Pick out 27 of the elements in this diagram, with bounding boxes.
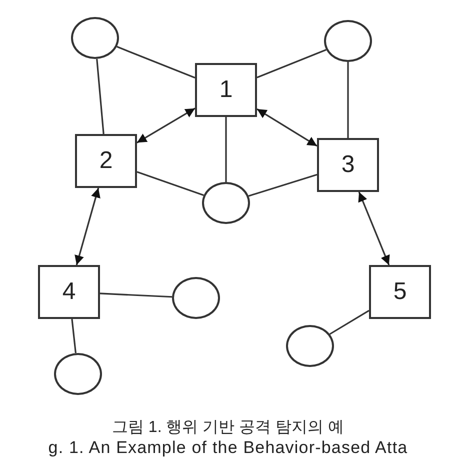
arrow [74,188,100,266]
connector-line [225,117,227,182]
circle-node [172,277,220,319]
figure-caption: 그림 1. 행위 기반 공격 탐지의 예 [110,418,345,438]
circle-node [202,182,250,224]
circle-node [54,353,102,395]
numbered-box: 5 [369,265,431,319]
numbered-box: 1 [195,63,257,117]
connector-line [329,310,370,335]
arrow [136,108,196,144]
circle-node [286,325,334,367]
connector-line [100,292,172,298]
circle-node [71,17,119,59]
figure-caption: g. 1. An Example of the Behavior-based Atta [47,438,409,458]
numbered-box: 3 [317,138,379,192]
circle-node [324,20,372,62]
arrow [256,108,318,147]
connector-line [116,46,196,78]
connector-line [256,49,326,78]
arrow [358,192,390,266]
connector-line [96,58,104,134]
connector-line [136,171,204,196]
connector-line [248,174,318,197]
numbered-box: 4 [38,265,100,319]
numbered-box: 2 [75,134,137,188]
connector-line [347,62,349,138]
connector-line [71,318,76,354]
